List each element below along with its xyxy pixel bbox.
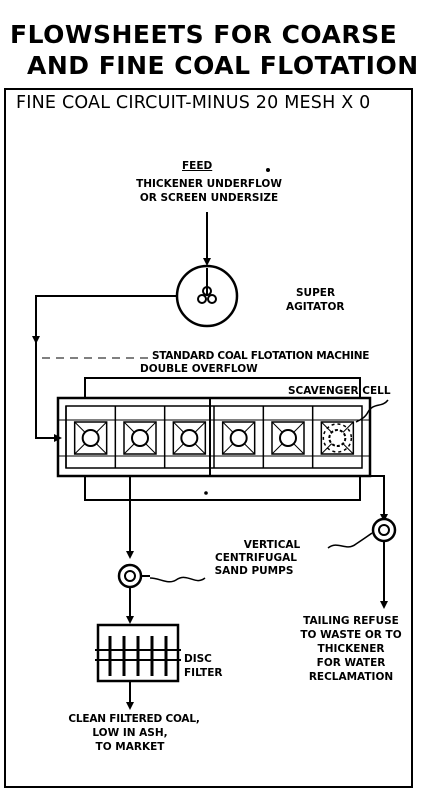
- pump-leader-right: [327, 532, 373, 549]
- flotation-cell: [213, 406, 256, 468]
- double-overflow-line: [84, 377, 361, 398]
- tailing-label-5: RECLAMATION: [308, 671, 394, 683]
- flotation-cells: [65, 406, 355, 468]
- product-label-3: TO MARKET: [95, 741, 165, 753]
- scavenger-leader: [355, 399, 389, 423]
- page-title-line-1: FLOWSHEETS FOR COARSE: [10, 20, 398, 49]
- filter-discs: [108, 636, 168, 676]
- scavenger-cell-label: SCAVENGER CELL: [288, 385, 391, 397]
- dot-mark: [266, 168, 270, 172]
- agitator-label-1: SUPER: [296, 287, 336, 299]
- machine-label-1: STANDARD COAL FLOTATION MACHINE: [152, 350, 370, 362]
- sand-pump-right: [371, 517, 397, 543]
- pumps-label-2: CENTRIFUGAL: [215, 552, 297, 564]
- feed-source-label-2: OR SCREEN UNDERSIZE: [139, 192, 279, 204]
- product-label-2: LOW IN ASH,: [92, 727, 168, 739]
- sand-pump-left: [117, 563, 150, 589]
- flotation-cell: [65, 406, 108, 468]
- feed-label: FEED: [182, 160, 213, 172]
- pumps-label-1: VERTICAL: [243, 539, 301, 551]
- super-agitator: [175, 264, 239, 328]
- disc-filter-label-1: DISC: [184, 653, 212, 665]
- tailing-label-2: TO WASTE OR TO: [300, 629, 402, 641]
- flotation-cell: [311, 406, 355, 468]
- bottom-collector-line: [84, 476, 361, 501]
- agitator-discharge-line: [35, 295, 177, 442]
- feed-source-label-1: THICKENER UNDERFLOW: [136, 178, 282, 190]
- disc-filter-label-2: FILTER: [184, 667, 223, 679]
- circuit-subtitle: FINE COAL CIRCUIT-MINUS 20 MESH X 0: [16, 93, 371, 113]
- page-title-line-2: AND FINE COAL FLOTATION: [27, 51, 419, 80]
- scavenger-cell-marker: [322, 423, 353, 453]
- tailing-line: [360, 475, 388, 522]
- pumps-label-3: SAND PUMPS: [214, 565, 294, 577]
- tailing-label-3: THICKENER: [317, 643, 385, 655]
- flotation-cell: [262, 406, 305, 468]
- flotation-cell: [114, 406, 157, 468]
- machine-label-2: DOUBLE OVERFLOW: [140, 363, 258, 375]
- tailing-label-1: TAILING REFUSE: [303, 615, 399, 627]
- product-label-1: CLEAN FILTERED COAL,: [68, 713, 200, 725]
- diagram-frame: [4, 88, 413, 788]
- tailing-label-4: FOR WATER: [316, 657, 386, 669]
- pump-leader-left: [149, 576, 206, 583]
- agitator-label-2: AGITATOR: [286, 301, 345, 313]
- flotation-cell: [163, 406, 207, 468]
- dot-mark-2: [204, 491, 208, 495]
